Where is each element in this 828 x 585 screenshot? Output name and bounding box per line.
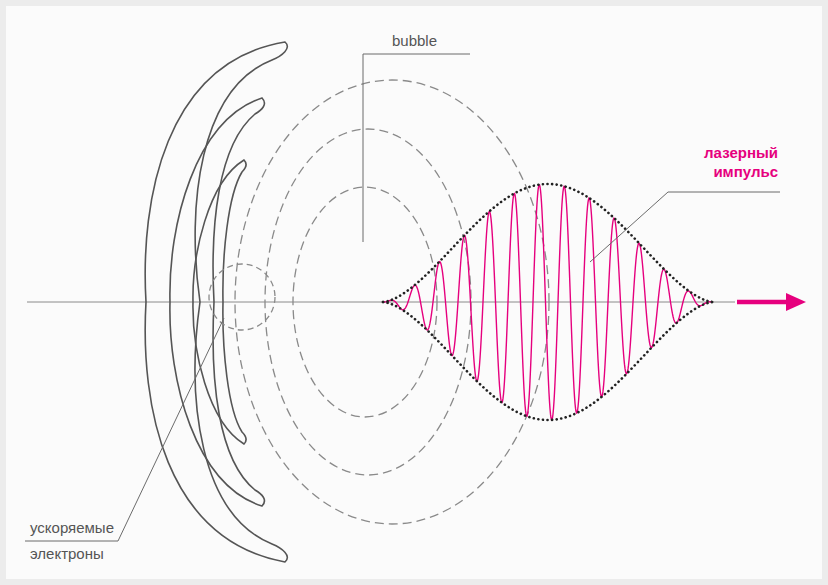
wakefield-drawing [25, 42, 806, 562]
bubble-contour [235, 80, 549, 524]
leader-line [25, 318, 224, 541]
electron-bunch [209, 264, 275, 330]
leader-line [590, 192, 780, 262]
pulse-envelope [383, 302, 713, 420]
callout-label: лазерный импульс [704, 143, 778, 181]
pulse-envelope [383, 184, 713, 302]
arrow-head [786, 293, 806, 311]
callout-label: bubble [392, 28, 437, 54]
bubble-contour [293, 187, 437, 417]
panel [6, 6, 822, 579]
axis-line [27, 302, 735, 303]
laser-wave [383, 185, 713, 420]
direction-arrow [737, 300, 788, 305]
bubble-contour [265, 129, 471, 475]
leader-line [363, 54, 470, 242]
electron-sheath [193, 160, 246, 444]
electron-sheath [170, 98, 265, 506]
callout-label: ускоряемые электроны [30, 515, 114, 567]
electron-sheath [145, 42, 287, 562]
